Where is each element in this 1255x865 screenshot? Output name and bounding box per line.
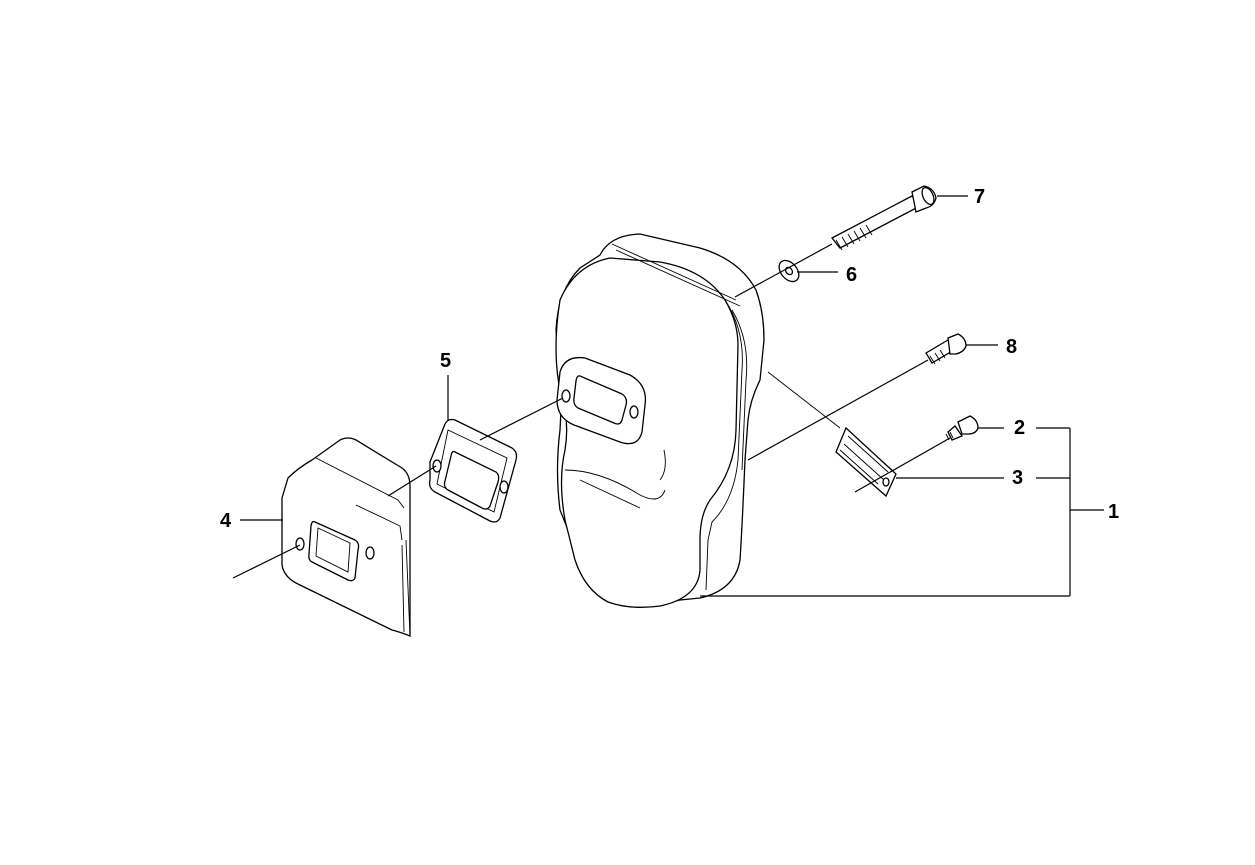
- part-3-spark-screen: [835, 426, 897, 498]
- label-part-2: 2: [1014, 417, 1025, 439]
- label-part-6: 6: [846, 264, 857, 286]
- label-part-7: 7: [974, 186, 985, 208]
- part-2-screw: [945, 415, 979, 441]
- label-part-5: 5: [440, 350, 451, 372]
- part-1-muffler: [555, 233, 841, 608]
- part-8-screw: [925, 333, 967, 365]
- label-part-4: 4: [220, 510, 232, 532]
- leader-lines: [232, 195, 1104, 597]
- part-4-heat-shield: [281, 437, 411, 637]
- part-6-washer: [778, 259, 800, 283]
- part-5-gasket: [428, 418, 518, 523]
- label-part-1: 1: [1108, 501, 1119, 523]
- part-labels: 7 6 8 2 3 1 5 4: [220, 186, 1119, 532]
- label-part-3: 3: [1012, 467, 1023, 489]
- label-part-8: 8: [1006, 336, 1017, 358]
- part-7-long-bolt: [831, 185, 937, 251]
